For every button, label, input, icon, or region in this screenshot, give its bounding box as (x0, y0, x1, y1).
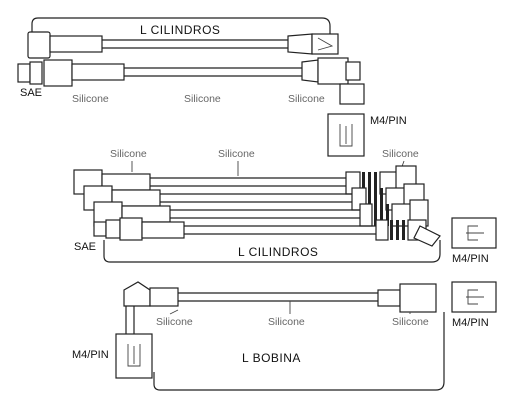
length-bracket-cilindros-2 (103, 240, 441, 263)
cable-a (27, 31, 339, 59)
sae-collar (29, 61, 43, 85)
m4-pin-terminal-icon (327, 113, 365, 157)
m4-pin-label: M4/PIN (452, 253, 489, 265)
boot-cap (345, 61, 361, 81)
sae-label: SAE (74, 241, 96, 253)
m4-pin-label: M4/PIN (370, 115, 407, 127)
sae-terminal-icon (17, 63, 31, 83)
boot-icon (27, 31, 51, 59)
silicone-label: Silicone (110, 148, 147, 160)
length-bracket-cilindros-1 (31, 17, 331, 42)
angled-connector-icon (301, 59, 319, 83)
silicone-label: Silicone (268, 316, 305, 328)
cable-b (17, 57, 365, 105)
sae-terminal-icon (93, 221, 107, 237)
silicone-label: Silicone (218, 148, 255, 160)
boot-icon (43, 59, 73, 87)
straight-connector-icon (377, 289, 401, 307)
boot-sleeve (49, 35, 103, 53)
length-label-cilindros: L CILINDROS (140, 23, 220, 37)
terminal-boot (399, 283, 437, 313)
m4-pin-label-right: M4/PIN (452, 317, 489, 329)
straight-connector-icon (375, 219, 389, 241)
boot-sleeve (141, 221, 185, 239)
m4-pin-terminal-icon (115, 333, 153, 379)
terminal-boot (317, 57, 349, 85)
angled-connector-icon (413, 225, 441, 247)
cable-set-3: Silicone Silicone Silicone M4/PIN M4/PIN… (72, 281, 497, 391)
sae-collar (105, 219, 121, 239)
boot-sleeve (149, 287, 179, 307)
silicone-label: Silicone (72, 93, 109, 105)
terminal-boot (311, 33, 339, 55)
silicone-label: Silicone (156, 316, 193, 328)
boot-icon (119, 217, 143, 241)
m4-pin-terminal-icon (451, 281, 497, 313)
straight-connector-icon (359, 203, 373, 227)
length-label-bobina: L BOBINA (242, 351, 301, 365)
angled-connector-icon (123, 281, 151, 307)
cable-set-2: Silicone Silicone Silicone (73, 148, 497, 265)
m4-pin-terminal-icon (451, 217, 497, 249)
boot-sleeve (71, 63, 125, 81)
m4-pin-label-left: M4/PIN (72, 349, 109, 361)
boot-elbow (339, 83, 365, 105)
silicone-label: Silicone (392, 316, 429, 328)
terminal-body (451, 217, 497, 249)
silicone-label: Silicone (382, 148, 419, 160)
sae-label: SAE (20, 87, 42, 99)
cable-row-4 (93, 217, 441, 247)
silicone-label: Silicone (184, 93, 221, 105)
silicone-label: Silicone (288, 93, 325, 105)
straight-connector-icon (287, 33, 313, 55)
cable-set-1: L CILINDROS SAE Silicone Silicone (17, 17, 407, 157)
length-bracket-bobina (153, 312, 445, 391)
length-label-cilindros: L CILINDROS (238, 245, 318, 259)
